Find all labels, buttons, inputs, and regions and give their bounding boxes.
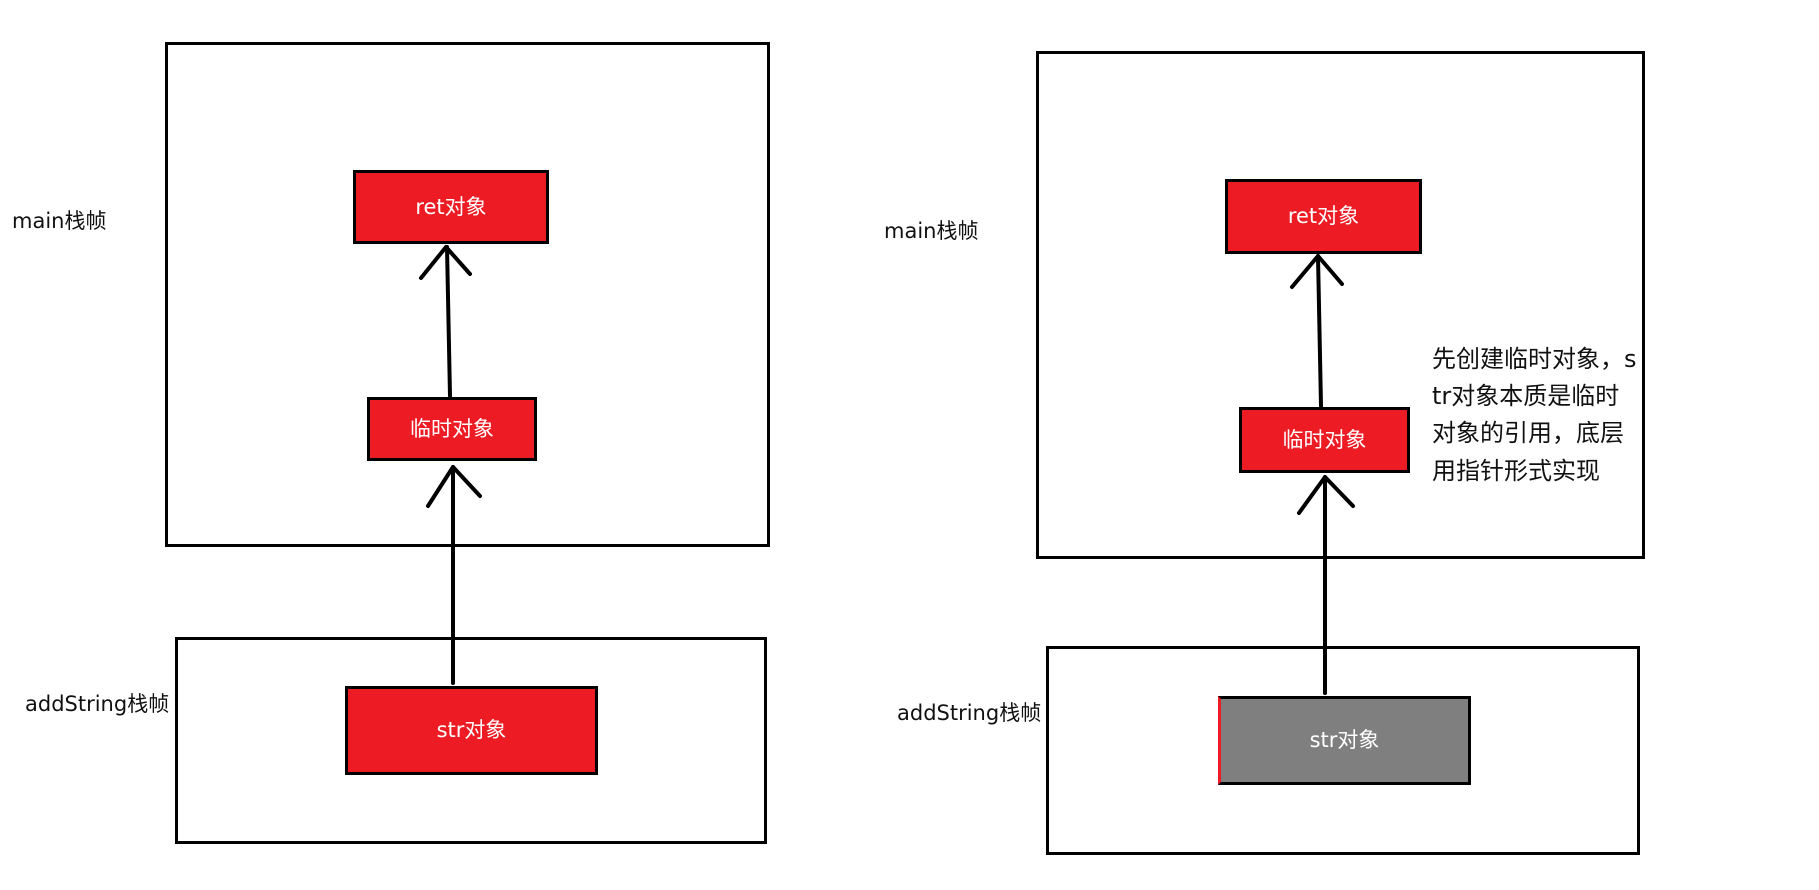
- left-main-frame: [165, 42, 770, 547]
- left-str-object: str对象: [345, 686, 598, 775]
- right-addstring-frame-label: addString栈帧: [897, 701, 1042, 725]
- left-addstring-frame-label: addString栈帧: [25, 692, 170, 716]
- right-main-frame-label: main栈帧: [884, 219, 979, 243]
- right-temp-object: 临时对象: [1239, 407, 1410, 473]
- left-ret-object: ret对象: [353, 170, 549, 244]
- right-explanation-note: 先创建临时对象，str对象本质是临时对象的引用，底层用指针形式实现: [1432, 345, 1637, 485]
- left-temp-object: 临时对象: [367, 397, 537, 461]
- right-main-frame: [1036, 51, 1645, 559]
- right-ret-object: ret对象: [1225, 179, 1422, 254]
- right-str-reference: str对象: [1218, 696, 1471, 785]
- left-main-frame-label: main栈帧: [12, 209, 107, 233]
